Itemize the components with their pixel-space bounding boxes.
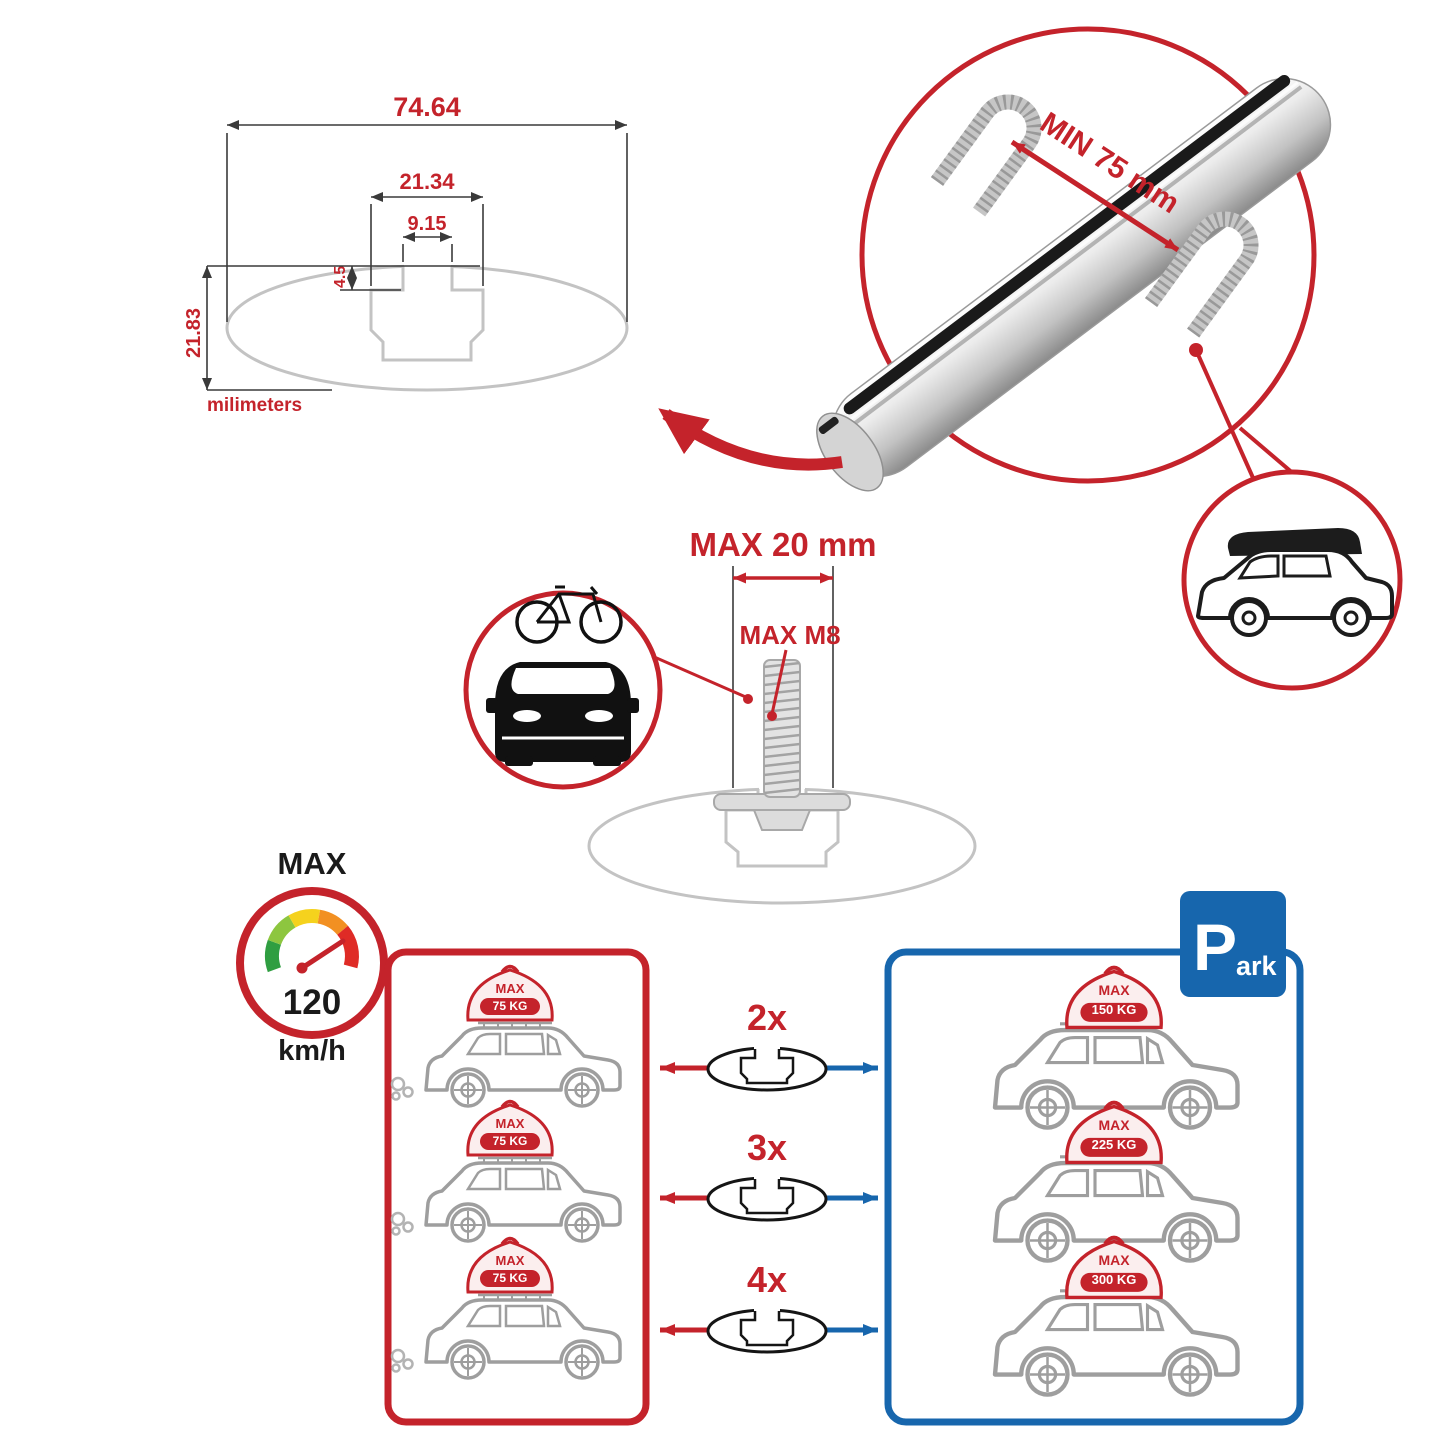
u-bolt-clamp-icon bbox=[930, 94, 1042, 217]
bar-count-label: 2x bbox=[747, 997, 787, 1038]
headlight bbox=[513, 710, 541, 722]
zoom-arrow bbox=[658, 408, 843, 471]
speedometer-icon bbox=[264, 909, 359, 973]
cargo-load-label: 75 KG bbox=[493, 1271, 528, 1285]
park-sign-plate bbox=[1180, 891, 1286, 997]
bar-count-label: 3x bbox=[747, 1127, 787, 1168]
crossbar-profile-icon bbox=[706, 1174, 828, 1222]
callout-dot bbox=[1189, 343, 1203, 357]
pointer-line bbox=[770, 649, 788, 715]
slot-depth-label: 4.5 bbox=[332, 266, 349, 288]
suv-with-roofbox-icon bbox=[1196, 528, 1394, 637]
max-thread-label: MAX M8 bbox=[739, 620, 840, 650]
bolt-detail-diagram: MAX 20 mm MAX M8 bbox=[463, 526, 977, 905]
bar-count-label: 4x bbox=[747, 1259, 787, 1300]
crossbar-profile-icon bbox=[706, 1044, 828, 1092]
gauge-needle bbox=[299, 938, 346, 971]
crossbar-profile-icon bbox=[706, 1306, 828, 1354]
driving-load-panel: MAX 75 KG MAX 75 KG MAX 75 KG bbox=[384, 948, 650, 1426]
t-slot-channel-outline bbox=[369, 266, 485, 362]
parked-load-panel: MAX 150 KG MAX 225 KG MAX 300 KG P ark bbox=[884, 891, 1304, 1426]
total-width-label: 74.64 bbox=[393, 92, 461, 122]
aluminum-crossbar-render bbox=[816, 74, 1332, 492]
cargo-load-label: 150 KG bbox=[1092, 1002, 1137, 1017]
u-bolt-clamp-icon bbox=[1144, 211, 1259, 338]
park-ark-label: ark bbox=[1236, 951, 1278, 981]
min-clamp-dim-arrow bbox=[1010, 139, 1180, 253]
callout-line bbox=[1194, 349, 1264, 499]
headlight bbox=[585, 710, 613, 722]
side-mirror bbox=[627, 698, 639, 713]
max-bolt-width-label: MAX 20 mm bbox=[689, 526, 876, 563]
cargo-max-label: MAX bbox=[1098, 982, 1130, 998]
cargo-max-label: MAX bbox=[496, 1116, 525, 1131]
pointer-dot bbox=[743, 694, 753, 704]
cargo-max-label: MAX bbox=[496, 981, 525, 996]
center-bar-count-column: 2x 3x 4x bbox=[660, 997, 878, 1354]
profile-dimension-diagram: 74.64 21.34 9.15 4.5 21.83 milimeters bbox=[183, 92, 629, 416]
crossbar-render-callout: MIN 75 mm bbox=[658, 26, 1403, 691]
cargo-load-label: 225 KG bbox=[1092, 1137, 1137, 1152]
total-height-label: 21.83 bbox=[183, 308, 205, 358]
slot-width-label: 9.15 bbox=[408, 213, 447, 235]
cargo-max-label: MAX bbox=[496, 1253, 525, 1268]
speed-unit-label: km/h bbox=[278, 1035, 346, 1067]
cargo-load-label: 75 KG bbox=[493, 999, 528, 1013]
pointer-line bbox=[651, 654, 749, 700]
units-label: milimeters bbox=[207, 395, 302, 416]
speed-value: 120 bbox=[283, 983, 341, 1022]
speed-max-label: MAX bbox=[278, 846, 347, 881]
park-p-label: P bbox=[1193, 910, 1237, 984]
pointer-dot bbox=[767, 711, 777, 721]
cargo-load-label: 300 KG bbox=[1092, 1272, 1137, 1287]
t-bolt-neck bbox=[752, 809, 812, 831]
cargo-max-label: MAX bbox=[1098, 1252, 1130, 1268]
cargo-load-label: 75 KG bbox=[493, 1134, 528, 1148]
car-front-icon bbox=[486, 662, 639, 766]
bicycle-icon bbox=[515, 585, 623, 644]
speed-limit-gauge: MAX 120 km/h bbox=[236, 846, 388, 1067]
park-sign: P ark bbox=[1180, 891, 1286, 997]
side-mirror bbox=[486, 698, 498, 713]
cargo-max-label: MAX bbox=[1098, 1117, 1130, 1133]
channel-width-label: 21.34 bbox=[399, 169, 455, 194]
